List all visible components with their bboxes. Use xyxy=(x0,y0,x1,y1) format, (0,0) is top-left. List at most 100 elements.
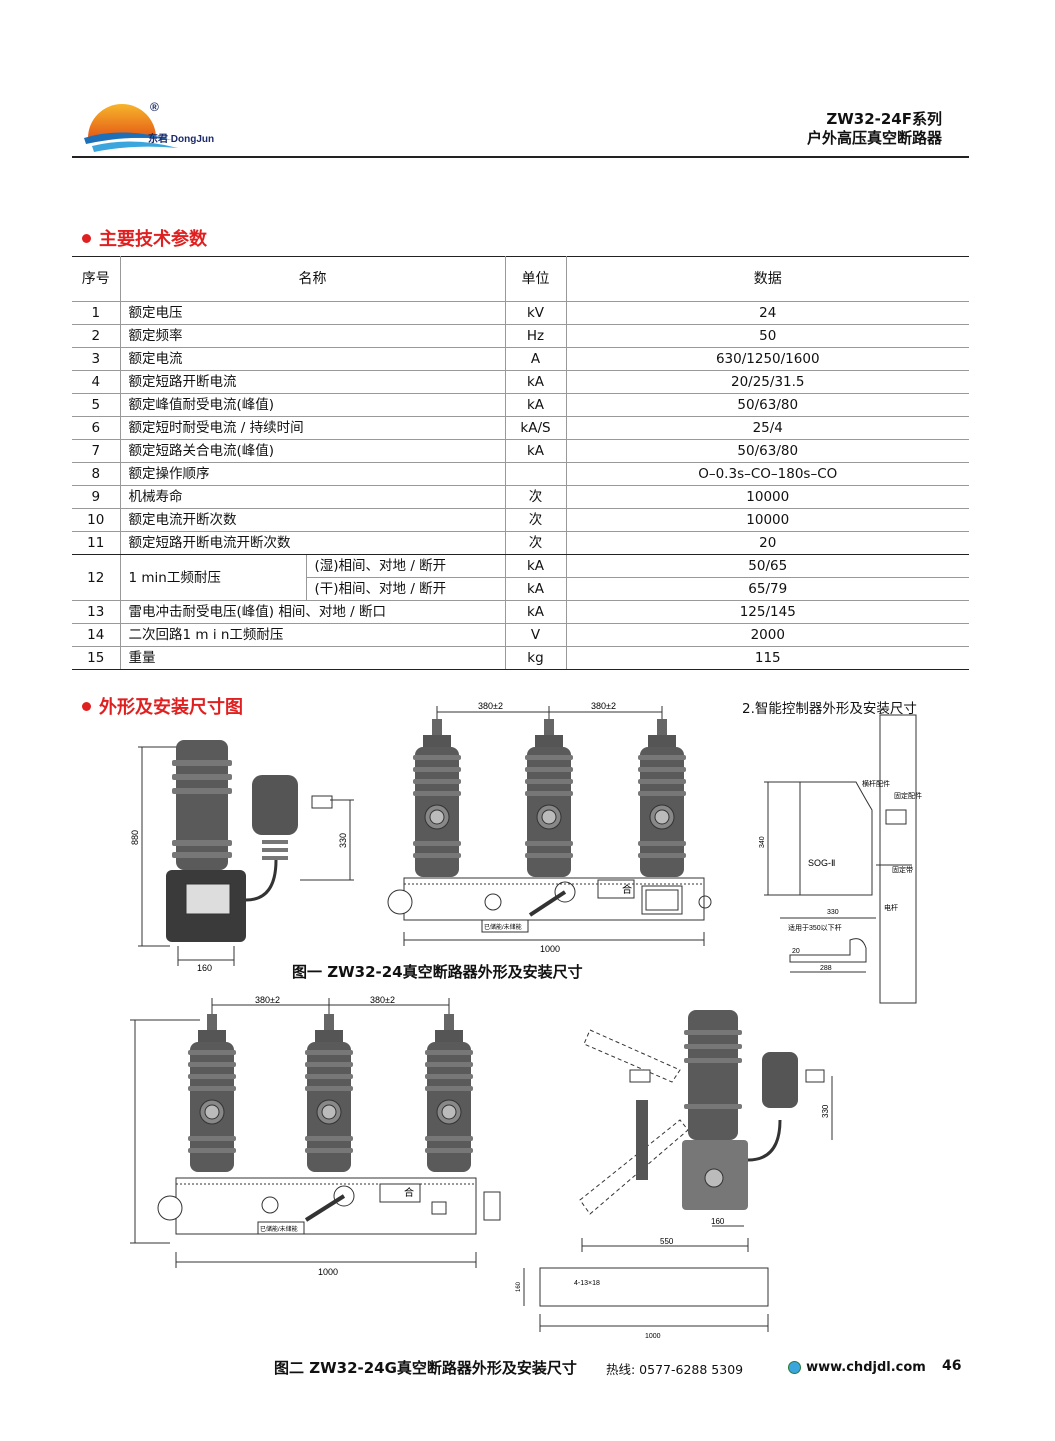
controller-dim-width: 330 xyxy=(827,909,839,916)
fig2-pitch-1: 380±2 xyxy=(255,995,280,1005)
fig1-caption: 图一 ZW32-24真空断路器外形及安装尺寸 xyxy=(292,963,583,981)
row-value: 125/145 xyxy=(565,600,969,624)
fig2-plan-dim-160: 160 xyxy=(516,1281,522,1292)
col-header-unit: 单位 xyxy=(504,256,567,302)
logo-text: 东君 DongJun xyxy=(148,134,215,145)
row-value: 10000 xyxy=(565,508,969,532)
header-title: ZW32-24F系列 户外高压真空断路器 xyxy=(807,110,942,148)
row-no: 14 xyxy=(72,623,121,647)
row-unit: 次 xyxy=(504,485,567,509)
row-value: 65/79 xyxy=(565,577,969,601)
row-value: 2000 xyxy=(565,623,969,647)
row-unit: kV xyxy=(504,301,567,325)
row-no: 2 xyxy=(72,324,121,348)
row-value: O–0.3s–CO–180s–CO xyxy=(565,462,969,486)
row-value: 115 xyxy=(565,646,969,670)
table-row: 12 1 min工频耐压 (湿)相间、对地 / 断开 kA 50/65 xyxy=(72,554,969,601)
controller-dim-height: 340 xyxy=(759,836,766,848)
controller-dim-20: 20 xyxy=(792,948,800,955)
row-value: 10000 xyxy=(565,485,969,509)
row-unit: kg xyxy=(504,646,567,670)
controller-label-fix2: 固定带 xyxy=(892,865,913,874)
col-header-value: 数据 xyxy=(565,256,969,302)
row-unit: V xyxy=(504,623,567,647)
website-text: www.chdjdl.com xyxy=(806,1360,926,1375)
row-value: 50/63/80 xyxy=(565,393,969,417)
fig2-dim-1000: 1000 xyxy=(318,1267,338,1277)
section-title-specs: 主要技术参数 xyxy=(82,225,207,251)
globe-icon xyxy=(788,1361,801,1374)
registered-mark: ® xyxy=(150,100,159,114)
dimension-drawings: 880 330 160 380±2 380±2 1000 合 已储能/未储能 xyxy=(130,701,922,1340)
row-value: 24 xyxy=(565,301,969,325)
row-name: 额定频率 xyxy=(119,324,506,348)
table-row: 15 重量 kg 115 xyxy=(72,646,969,670)
fig2-dim-330: 330 xyxy=(821,1104,830,1118)
row-unit: kA xyxy=(504,393,567,417)
fig1-front-view xyxy=(387,706,712,946)
header-product: 户外高压真空断路器 xyxy=(806,129,942,147)
row-no: 6 xyxy=(72,416,121,440)
row-unit: kA xyxy=(504,577,567,601)
row-name: 雷电冲击耐受电压(峰值) 相间、对地 / 断口 xyxy=(119,600,506,624)
section-title-dimensions: 外形及安装尺寸图 xyxy=(82,693,243,719)
row-value: 20/25/31.5 xyxy=(565,370,969,394)
row-name: 额定操作顺序 xyxy=(119,462,506,486)
header-rule xyxy=(72,156,969,158)
row-value: 50/63/80 xyxy=(565,439,969,463)
row-no: 9 xyxy=(72,485,121,509)
row-no: 11 xyxy=(72,531,121,555)
controller-title: 2.智能控制器外形及安装尺寸 xyxy=(742,701,917,717)
col-header-name: 名称 xyxy=(119,256,506,302)
row-no: 7 xyxy=(72,439,121,463)
row-unit: Hz xyxy=(504,324,567,348)
table-header-row: 序号 名称 单位 数据 xyxy=(72,256,969,302)
fig2-plan-dim-1000: 1000 xyxy=(645,1333,661,1340)
row-name: 额定短时耐受电流 / 持续时间 xyxy=(119,416,506,440)
bullet-icon xyxy=(82,233,91,243)
fig1-switch-sub: 已储能/未储能 xyxy=(484,923,522,931)
controller-drawing xyxy=(764,714,917,1004)
row-no: 10 xyxy=(72,508,121,532)
fig2-dim-160: 160 xyxy=(711,1217,725,1226)
controller-label-pole: 电杆 xyxy=(884,903,898,912)
fig1-dim-880: 880 xyxy=(130,830,140,845)
row-unit: 次 xyxy=(504,531,567,555)
fig1-dim-1000: 1000 xyxy=(540,944,560,954)
row-subname: (湿)相间、对地 / 断开 xyxy=(305,554,506,578)
row-name: 额定短路开断电流开断次数 xyxy=(119,531,506,555)
row-value: 50 xyxy=(565,324,969,348)
table-row: 14 二次回路1 m i n工频耐压 V 2000 xyxy=(72,623,969,647)
table-row: 13 雷电冲击耐受电压(峰值) 相间、对地 / 断口 kA 125/145 xyxy=(72,600,969,624)
footer-website[interactable]: www.chdjdl.com xyxy=(788,1357,926,1376)
logo xyxy=(82,98,242,158)
col-header-no: 序号 xyxy=(72,256,121,302)
row-name: 重量 xyxy=(119,646,506,670)
row-unit: kA xyxy=(504,600,567,624)
row-no: 8 xyxy=(72,462,121,486)
row-unit: kA xyxy=(504,370,567,394)
row-no: 4 xyxy=(72,370,121,394)
row-no: 3 xyxy=(72,347,121,371)
fig1-dim-330: 330 xyxy=(338,833,348,848)
fig2-plan-holes: 4-13×18 xyxy=(574,1280,600,1287)
row-value: 630/1250/1600 xyxy=(565,347,969,371)
fig2-pitch-2: 380±2 xyxy=(370,995,395,1005)
row-name: 额定电流开断次数 xyxy=(119,508,506,532)
footer-hotline: 热线: 0577-6288 5309 xyxy=(606,1362,744,1377)
controller-label-fix1: 固定配件 xyxy=(894,791,922,800)
fig1-side-view xyxy=(138,740,354,966)
row-name: 额定电流 xyxy=(119,347,506,371)
controller-label-hook: 横杆配件 xyxy=(862,779,890,788)
row-no: 13 xyxy=(72,600,121,624)
